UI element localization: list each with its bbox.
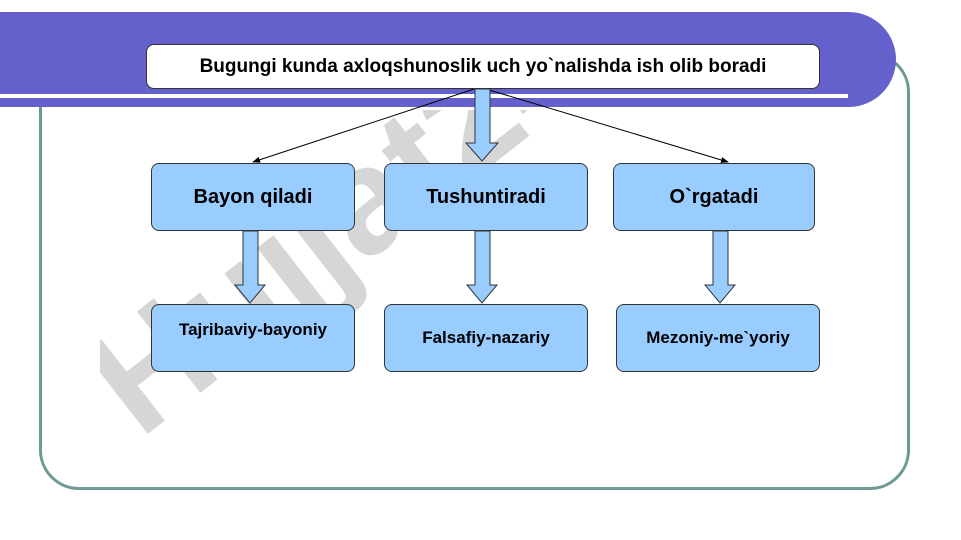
arrow-tushuntiradi-down <box>465 230 499 304</box>
box-falsafiy-nazariy: Falsafiy-nazariy <box>384 304 588 372</box>
box-orgatadi: O`rgatadi <box>613 163 815 231</box>
box-label: Bayon qiladi <box>193 185 313 208</box>
box-mezoniy-meyoriy: Mezoniy-me`yoriy <box>616 304 820 372</box>
box-label: O`rgatadi <box>669 185 759 208</box>
title-box: Bugungi kunda axloqshunoslik uch yo`nali… <box>146 44 820 89</box>
box-label: Tushuntiradi <box>426 185 546 208</box>
title-text: Bugungi kunda axloqshunoslik uch yo`nali… <box>199 55 767 77</box>
box-label: Falsafiy-nazariy <box>422 328 550 347</box>
arrow-bayon-down <box>233 230 267 304</box>
box-label: Mezoniy-me`yoriy <box>646 328 790 347</box>
box-tajribaviy-bayoniy: Tajribaviy-bayoniy <box>151 304 355 372</box>
arrow-title-left <box>252 88 475 163</box>
arrow-title-middle <box>464 88 500 162</box>
arrow-title-right <box>485 88 729 163</box>
box-label: Tajribaviy-bayoniy <box>178 320 327 339</box>
banner-divider <box>0 94 848 98</box>
box-tushuntiradi: Tushuntiradi <box>384 163 588 231</box>
arrow-orgatadi-down <box>703 230 737 304</box>
box-bayon-qiladi: Bayon qiladi <box>151 163 355 231</box>
